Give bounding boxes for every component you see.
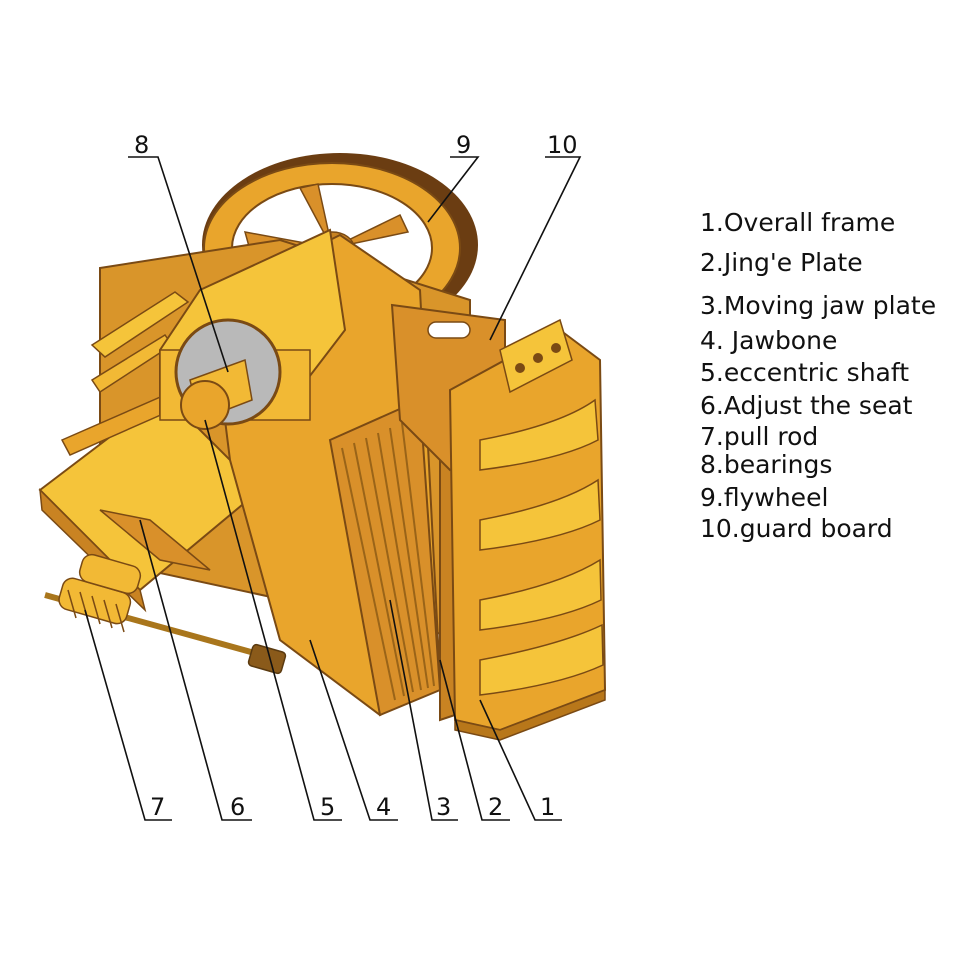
leader-8 <box>128 156 229 373</box>
callout-5: 5 <box>320 793 335 821</box>
leader-10 <box>489 156 582 341</box>
leader-2 <box>439 659 510 821</box>
legend-item-pull-rod: 7.pull rod <box>700 422 819 451</box>
legend-item-eccentric-shaft: 5.eccentric shaft <box>700 358 910 387</box>
callout-numbers: 8 9 10 7 6 5 4 3 2 1 <box>134 131 578 821</box>
legend-item-jinge-plate: 2.Jing'e Plate <box>700 248 863 277</box>
callout-8: 8 <box>134 131 149 159</box>
leader-3 <box>389 599 458 821</box>
callout-1: 1 <box>540 793 555 821</box>
legend-item-flywheel: 9.flywheel <box>700 483 829 512</box>
callout-7: 7 <box>150 793 165 821</box>
leader-lines <box>84 156 582 821</box>
callout-2: 2 <box>488 793 503 821</box>
leader-6 <box>139 519 252 821</box>
legend-item-bearings: 8.bearings <box>700 450 833 479</box>
leader-4 <box>309 639 398 821</box>
callout-9: 9 <box>456 131 471 159</box>
callout-6: 6 <box>230 793 245 821</box>
overall-frame <box>448 318 607 741</box>
pull-rod <box>44 553 287 675</box>
legend-item-moving-jaw-plate: 3.Moving jaw plate <box>700 291 937 320</box>
callout-3: 3 <box>436 793 451 821</box>
legend-item-adjust-seat: 6.Adjust the seat <box>700 391 913 420</box>
legend-item-jawbone: 4. Jawbone <box>700 326 838 355</box>
callout-4: 4 <box>376 793 391 821</box>
legend-item-overall-frame: 1.Overall frame <box>700 208 896 237</box>
leader-5 <box>204 419 342 821</box>
legend-item-guard-board: 10.guard board <box>700 514 893 543</box>
callout-10: 10 <box>547 131 578 159</box>
leader-9 <box>427 156 480 223</box>
leader-7 <box>84 609 172 821</box>
leader-1 <box>479 699 562 821</box>
